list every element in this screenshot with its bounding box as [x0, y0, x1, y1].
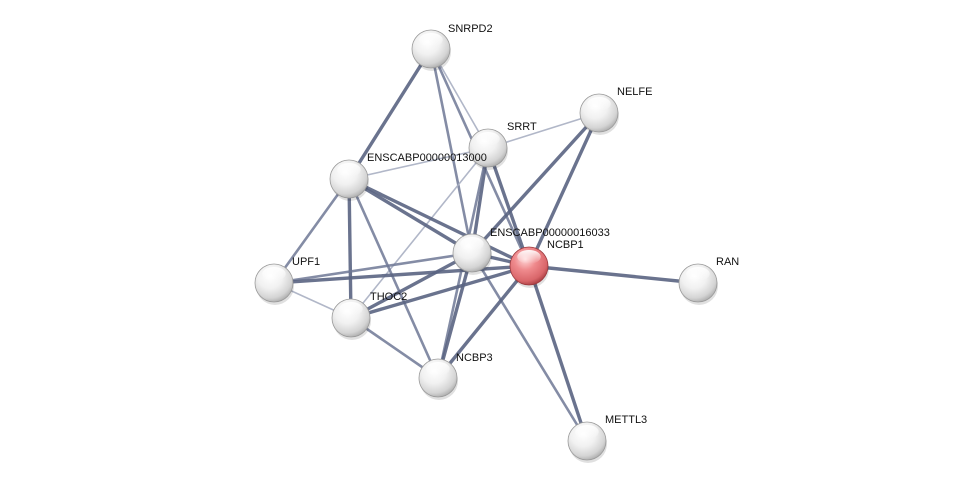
node-label: ENSCABP00000016033 — [490, 227, 610, 239]
node-ncbp1[interactable]: NCBP1 — [509, 239, 584, 288]
edge-enscabp00000016033-mettl3 — [470, 251, 589, 443]
node-highlight — [339, 302, 363, 316]
edge-srrt-enscabp00000013000 — [348, 147, 489, 180]
node-highlight — [426, 362, 450, 376]
node-label: NCBP1 — [547, 239, 584, 251]
node-label: ENSCABP00000013000 — [367, 152, 487, 164]
edge-enscabp00000013000-enscabp00000016033 — [347, 177, 474, 255]
edge-enscabp00000013000-ncbp3 — [347, 177, 440, 380]
edge-enscabp00000016033-thoc2 — [349, 251, 474, 320]
edge-enscabp00000013000-thoc2 — [347, 177, 353, 320]
edge-snrpd2-enscabp00000013000 — [347, 47, 433, 181]
edge-enscabp00000016033-upf1 — [272, 251, 474, 285]
node-highlight — [575, 425, 599, 439]
node-nelfe[interactable]: NELFE — [579, 86, 652, 135]
node-enscabp00000016033[interactable]: ENSCABP00000016033 — [452, 227, 610, 275]
node-ran[interactable]: RAN — [678, 256, 739, 305]
node-highlight — [517, 250, 541, 264]
node-ncbp3[interactable]: NCBP3 — [418, 352, 493, 400]
edge-srrt-ncbp1 — [486, 146, 531, 268]
node-highlight — [587, 97, 611, 111]
edge-ncbp1-thoc2 — [349, 264, 531, 320]
node-highlight — [476, 132, 500, 146]
node-label: METTL3 — [605, 414, 647, 426]
edge-enscabp00000013000-upf1 — [272, 177, 351, 285]
edge-ncbp1-ran — [527, 264, 700, 285]
node-label: UPF1 — [292, 256, 320, 268]
edge-enscabp00000013000-ncbp1 — [347, 177, 531, 268]
node-label: NELFE — [617, 86, 652, 98]
edge-snrpd2-enscabp00000016033 — [429, 47, 474, 255]
edge-enscabp00000016033-ncbp3 — [436, 251, 474, 380]
node-mettl3[interactable]: METTL3 — [567, 414, 647, 463]
node-upf1[interactable]: UPF1 — [254, 256, 320, 305]
node-label: SNRPD2 — [448, 23, 493, 35]
node-label: THOC2 — [370, 291, 407, 303]
node-snrpd2[interactable]: SNRPD2 — [411, 23, 493, 71]
node-highlight — [419, 33, 443, 47]
node-highlight — [262, 267, 286, 281]
edge-srrt-thoc2 — [350, 147, 489, 319]
edge-nelfe-ncbp1 — [527, 111, 601, 268]
node-thoc2[interactable]: THOC2 — [331, 291, 407, 340]
node-enscabp00000013000[interactable]: ENSCABP00000013000 — [329, 152, 487, 201]
node-highlight — [460, 237, 484, 251]
edge-ncbp1-mettl3 — [527, 264, 589, 443]
node-label: SRRT — [507, 121, 537, 133]
node-highlight — [337, 163, 361, 177]
node-label: RAN — [716, 256, 739, 268]
edge-ncbp1-ncbp3 — [436, 264, 531, 380]
edge-ncbp1-upf1 — [272, 264, 531, 285]
node-srrt[interactable]: SRRT — [468, 121, 537, 170]
node-label: NCBP3 — [456, 352, 493, 364]
edge-nelfe-enscabp00000016033 — [470, 111, 601, 255]
node-highlight — [686, 267, 710, 281]
